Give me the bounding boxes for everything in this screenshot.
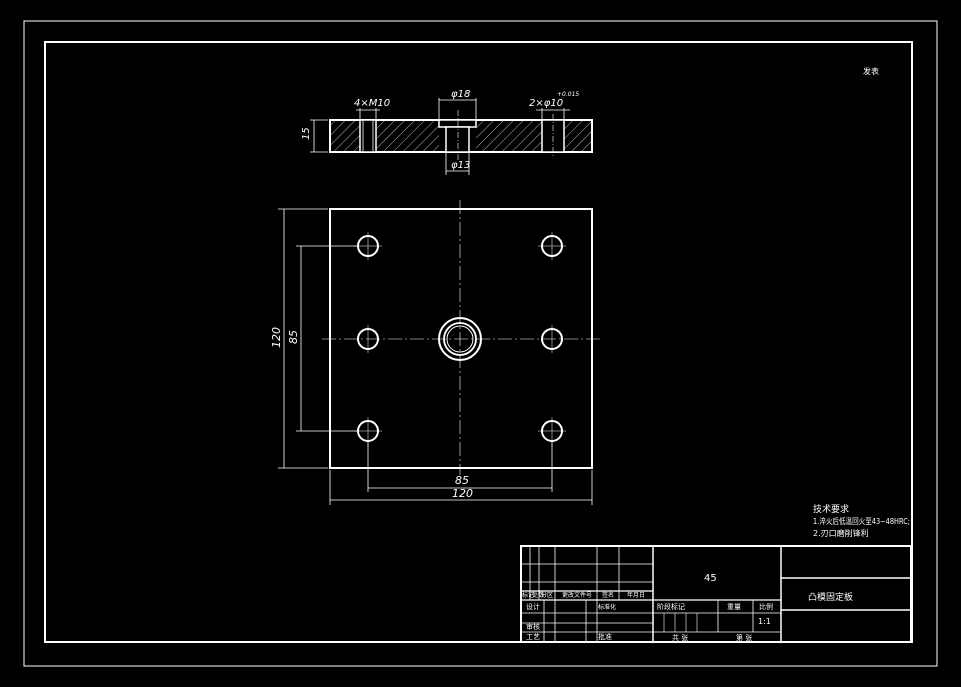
hole-top-right [538, 232, 566, 260]
tech-req-line2: 2.刃口磨削锋利 [813, 528, 869, 538]
sheet-label: 第 张 [736, 633, 752, 642]
tb-label: 签名 [602, 591, 614, 599]
tb-label: 年月日 [627, 591, 645, 599]
tech-req-title: 技术要求 [813, 503, 849, 515]
stage-label: 阶段标记 [657, 602, 685, 611]
scale-value: 1:1 [758, 617, 771, 626]
tb-label: 分区 [541, 591, 553, 599]
corner-mark: 发表 [863, 66, 879, 76]
hole-bottom-left [354, 417, 382, 445]
pin-hole-callout: 2×φ10 [529, 98, 563, 109]
tb-label: 处数 [532, 591, 544, 599]
threaded-hole-section [359, 119, 377, 153]
title-block [520, 545, 912, 643]
section-hatch [476, 120, 542, 152]
pin-hole-tolerance: +0.015 [557, 91, 579, 98]
title-block-text: 45 凸模固定板 1:1 标记 处数 分区 更改文件号 签名 年月日 设计 标准… [522, 573, 853, 642]
material-value: 45 [704, 573, 717, 584]
width-dim: 120 [452, 487, 473, 500]
standardize-label: 标准化 [598, 603, 616, 611]
tb-label: 更改文件号 [562, 591, 592, 599]
center-bore [438, 317, 482, 361]
center-bore-section [445, 126, 470, 153]
sheets-label: 共 张 [672, 633, 688, 642]
tb-label: 标记 [522, 591, 534, 599]
inner-frame [44, 41, 913, 643]
hole-top-left [354, 232, 382, 260]
bottom-bore-dim: φ13 [451, 160, 470, 171]
top-bore-dim: φ18 [451, 89, 470, 100]
outer-border [23, 20, 938, 667]
weight-label: 重量 [727, 603, 741, 611]
scale-label: 比例 [759, 602, 773, 611]
part-name: 凸模固定板 [808, 591, 853, 603]
section-hatch [564, 120, 592, 152]
plate-outline [329, 208, 593, 469]
hole-mid-left [357, 325, 379, 353]
technical-requirements: 技术要求 1.淬火后低温回火至43~48HRC; 2.刃口磨削锋利 [813, 503, 910, 538]
section-hatch [376, 120, 439, 152]
approve-label: 批准 [598, 632, 612, 641]
height-dim: 120 [270, 327, 283, 348]
hole-spacing-x-dim: 85 [455, 474, 469, 487]
thread-callout: 4×M10 [354, 98, 390, 109]
reviewer-label: 审核 [526, 622, 540, 631]
tech-req-line1: 1.淬火后低温回火至43~48HRC; [813, 516, 910, 526]
thickness-dim: 15 [301, 127, 312, 140]
section-hatch [330, 120, 360, 152]
designer-label: 设计 [526, 602, 540, 611]
hole-spacing-y-dim: 85 [287, 330, 300, 344]
section-view: 15 4×M10 φ18 φ13 2×φ10 +0.015 [301, 89, 593, 175]
counterbore-section [438, 119, 477, 128]
hole-mid-right [541, 325, 563, 353]
hole-bottom-right [538, 417, 566, 445]
plan-view: 85 120 120 85 [270, 200, 600, 505]
process-label: 工艺 [526, 633, 540, 641]
